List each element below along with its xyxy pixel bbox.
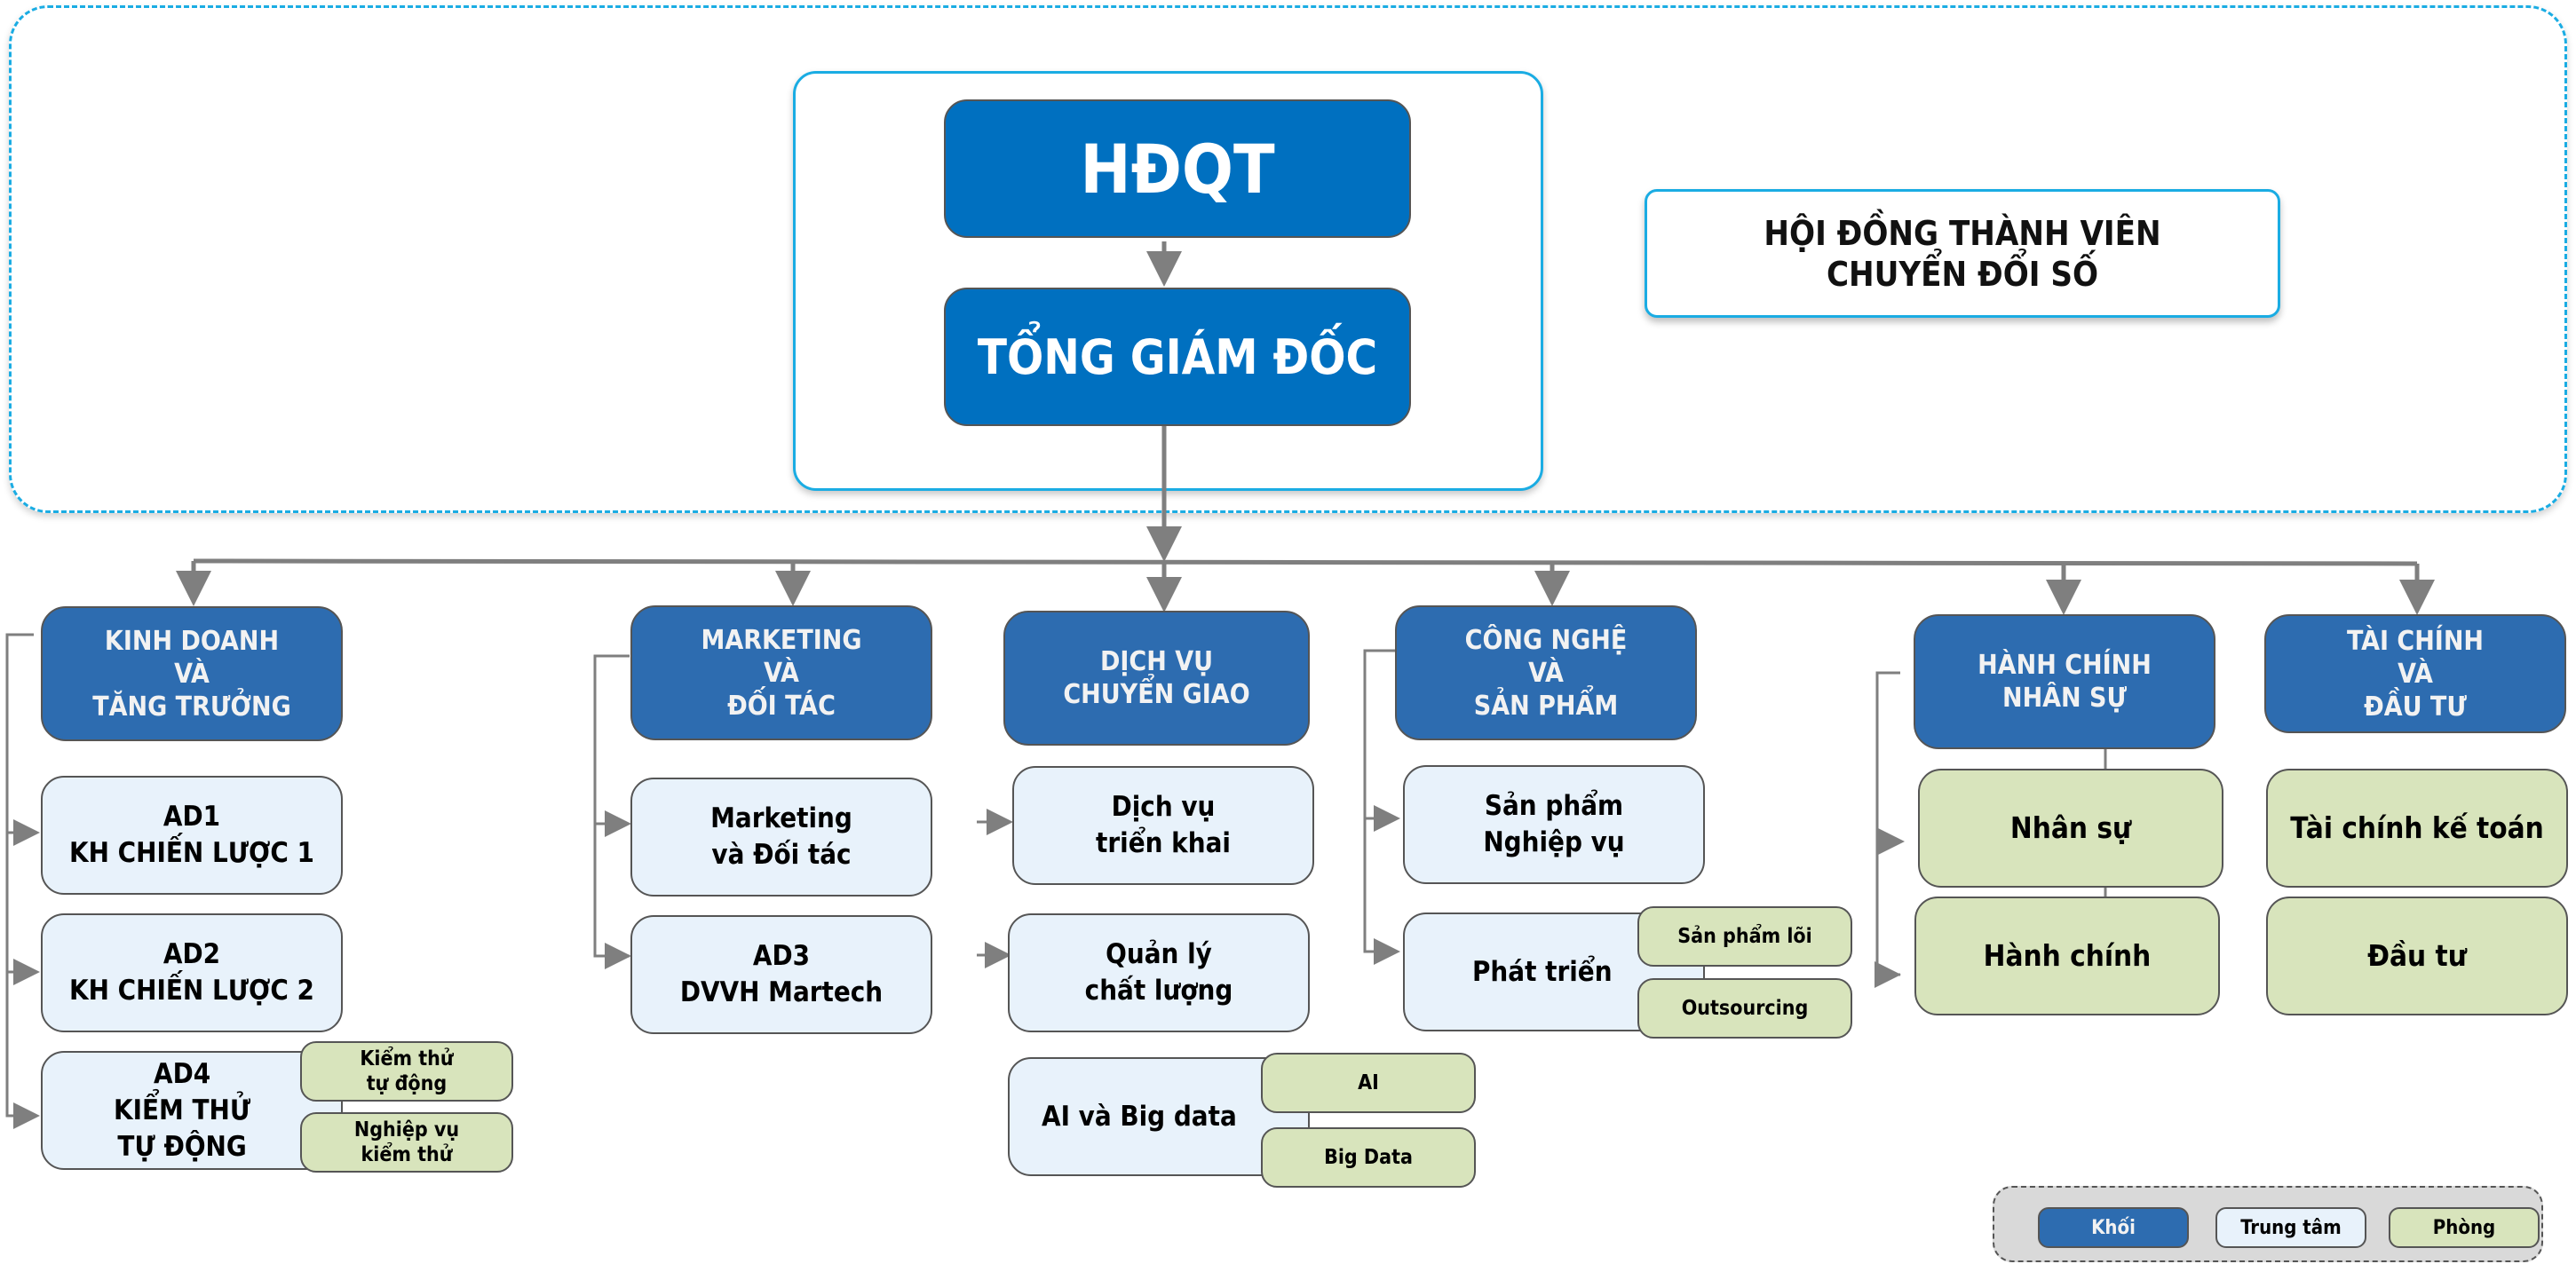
hanh-chinh-bracket xyxy=(1875,671,1900,976)
dept-label: Kiểm thử tự động xyxy=(360,1047,454,1095)
dept-hanh-chinh[interactable]: Hành chính xyxy=(1914,897,2220,1015)
dept-outsourcing[interactable]: Outsourcing xyxy=(1637,978,1852,1039)
block-title: TÀI CHÍNH VÀ ĐẦU TƯ xyxy=(2347,625,2484,723)
cong-nghe-bracket xyxy=(1363,649,1396,953)
ceo-box[interactable]: TỔNG GIÁM ĐỐC xyxy=(944,288,1411,426)
digital-transformation-board[interactable]: HỘI ĐỒNG THÀNH VIÊN CHUYỂN ĐỔI SỐ xyxy=(1645,189,2280,318)
legend-label: Phòng xyxy=(2432,1216,2496,1239)
center-label: Dịch vụ triển khai xyxy=(1096,791,1231,859)
center-label: Quản lý chất lượng xyxy=(1084,938,1233,1007)
dept-label: Big Data xyxy=(1324,1146,1413,1169)
dept-label: AI xyxy=(1358,1071,1379,1094)
block-marketing[interactable]: MARKETING VÀ ĐỐI TÁC xyxy=(630,605,932,740)
dept-dau-tu[interactable]: Đầu tư xyxy=(2266,897,2568,1015)
center-san-pham-nghiep-vu[interactable]: Sản phẩm Nghiệp vụ xyxy=(1403,765,1705,884)
dept-nhan-su[interactable]: Nhân sự xyxy=(1918,769,2223,888)
marketing-bracket xyxy=(593,654,630,958)
center-ad1[interactable]: AD1 KH CHIẾN LƯỢC 1 xyxy=(41,776,343,895)
block-title: KINH DOANH VÀ TĂNG TRƯỞNG xyxy=(92,625,291,723)
dept-label: Đầu tư xyxy=(2367,938,2467,973)
board-label: HỘI ĐỒNG THÀNH VIÊN CHUYỂN ĐỔI SỐ xyxy=(1764,213,2161,294)
center-label: AI và Big data xyxy=(1042,1100,1237,1133)
block-title: CÔNG NGHỆ VÀ SẢN PHẨM xyxy=(1464,624,1628,722)
legend-trung-tam: Trung tâm xyxy=(2215,1207,2366,1248)
center-label: Sản phẩm Nghiệp vụ xyxy=(1483,790,1625,858)
leadership-frame xyxy=(9,5,2567,513)
dept-kiem-thu-tu-dong[interactable]: Kiểm thử tự động xyxy=(300,1041,513,1102)
dept-big-data[interactable]: Big Data xyxy=(1261,1127,1476,1188)
dept-label: Nhân sự xyxy=(2009,810,2132,845)
hdqt-label: HĐQT xyxy=(1080,129,1275,209)
kinh-doanh-bracket xyxy=(5,633,34,1118)
block-tai-chinh[interactable]: TÀI CHÍNH VÀ ĐẦU TƯ xyxy=(2264,614,2566,733)
block-cong-nghe[interactable]: CÔNG NGHỆ VÀ SẢN PHẨM xyxy=(1395,605,1697,740)
dept-nghiep-vu-kiem-thu[interactable]: Nghiệp vụ kiểm thử xyxy=(300,1112,513,1173)
dept-tai-chinh-ke-toan[interactable]: Tài chính kế toán xyxy=(2266,769,2568,888)
center-marketing-doi-tac[interactable]: Marketing và Đối tác xyxy=(630,778,932,897)
legend-label: Khối xyxy=(2091,1216,2136,1239)
block-dich-vu[interactable]: DỊCH VỤ CHUYỂN GIAO xyxy=(1003,611,1310,746)
block-hanh-chinh[interactable]: HÀNH CHÍNH NHÂN SỰ xyxy=(1914,614,2215,749)
center-label: AD4 KIỂM THỬ TỰ ĐỘNG xyxy=(114,1057,251,1163)
center-label: AD1 KH CHIẾN LƯỢC 1 xyxy=(69,801,314,869)
hdqt-box[interactable]: HĐQT xyxy=(944,99,1411,238)
center-ad2[interactable]: AD2 KH CHIẾN LƯỢC 2 xyxy=(41,913,343,1032)
dept-label: Tài chính kế toán xyxy=(2290,810,2544,845)
block-kinh-doanh[interactable]: KINH DOANH VÀ TĂNG TRƯỞNG xyxy=(41,606,343,741)
center-ad4[interactable]: AD4 KIỂM THỬ TỰ ĐỘNG xyxy=(41,1051,343,1170)
center-label: AD2 KH CHIẾN LƯỢC 2 xyxy=(69,938,314,1007)
center-label: AD3 DVVH Martech xyxy=(679,940,884,1008)
dept-ai[interactable]: AI xyxy=(1261,1053,1476,1113)
center-label: Phát triển xyxy=(1472,955,1613,988)
bus-line xyxy=(193,558,2418,566)
block-title: MARKETING VÀ ĐỐI TÁC xyxy=(701,624,862,722)
dept-san-pham-loi[interactable]: Sản phẩm lõi xyxy=(1637,906,1852,967)
center-label: Marketing và Đối tác xyxy=(710,802,852,871)
center-dich-vu-trien-khai[interactable]: Dịch vụ triển khai xyxy=(1012,766,1314,885)
dept-label: Hành chính xyxy=(1983,938,2152,973)
dept-label: Outsourcing xyxy=(1681,997,1809,1020)
legend-khoi: Khối xyxy=(2038,1207,2189,1248)
ceo-label: TỔNG GIÁM ĐỐC xyxy=(977,328,1378,385)
dept-label: Nghiệp vụ kiểm thử xyxy=(353,1118,460,1166)
block-title: DỊCH VỤ CHUYỂN GIAO xyxy=(1063,646,1250,710)
block-title: HÀNH CHÍNH NHÂN SỰ xyxy=(1978,650,2152,714)
legend-phong: Phòng xyxy=(2389,1207,2540,1248)
center-ad3[interactable]: AD3 DVVH Martech xyxy=(630,915,932,1034)
center-ai-big-data[interactable]: AI và Big data xyxy=(1008,1057,1310,1176)
dept-label: Sản phẩm lõi xyxy=(1677,925,1812,948)
center-quan-ly-chat-luong[interactable]: Quản lý chất lượng xyxy=(1008,913,1310,1032)
legend-label: Trung tâm xyxy=(2240,1216,2342,1239)
